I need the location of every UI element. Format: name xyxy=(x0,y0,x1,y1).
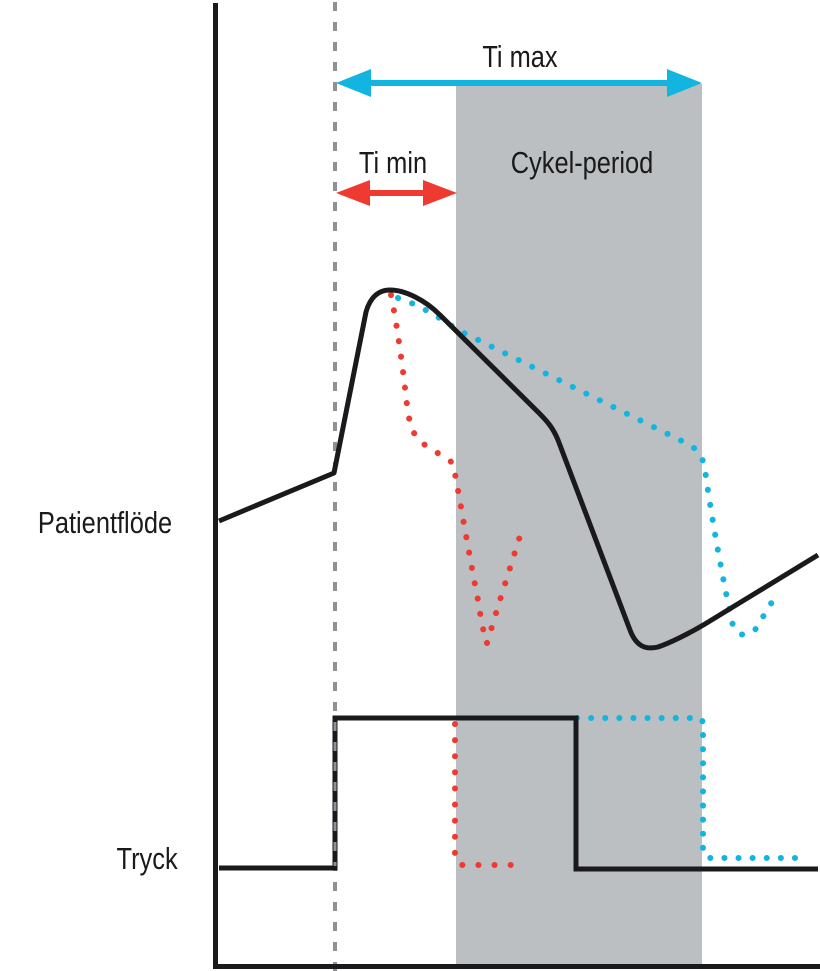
ti-min-arrow xyxy=(336,180,457,206)
pressure-ti-max-trace xyxy=(574,715,803,861)
ti-max-arrow xyxy=(336,69,702,97)
ti-max-label: Ti max xyxy=(482,40,557,75)
cycle-period-label: Cykel-period xyxy=(511,146,654,181)
flow-actual-trace xyxy=(218,287,820,651)
pressure-ti-min-trace xyxy=(452,721,518,868)
ti-min-label: Ti min xyxy=(359,146,427,181)
cycle-period-band xyxy=(456,84,702,966)
pressure-label: Tryck xyxy=(117,842,179,877)
pressure-actual-trace xyxy=(219,715,818,872)
flow-ti-min-trace xyxy=(388,292,523,646)
patient-flow-label: Patientflöde xyxy=(38,506,172,541)
